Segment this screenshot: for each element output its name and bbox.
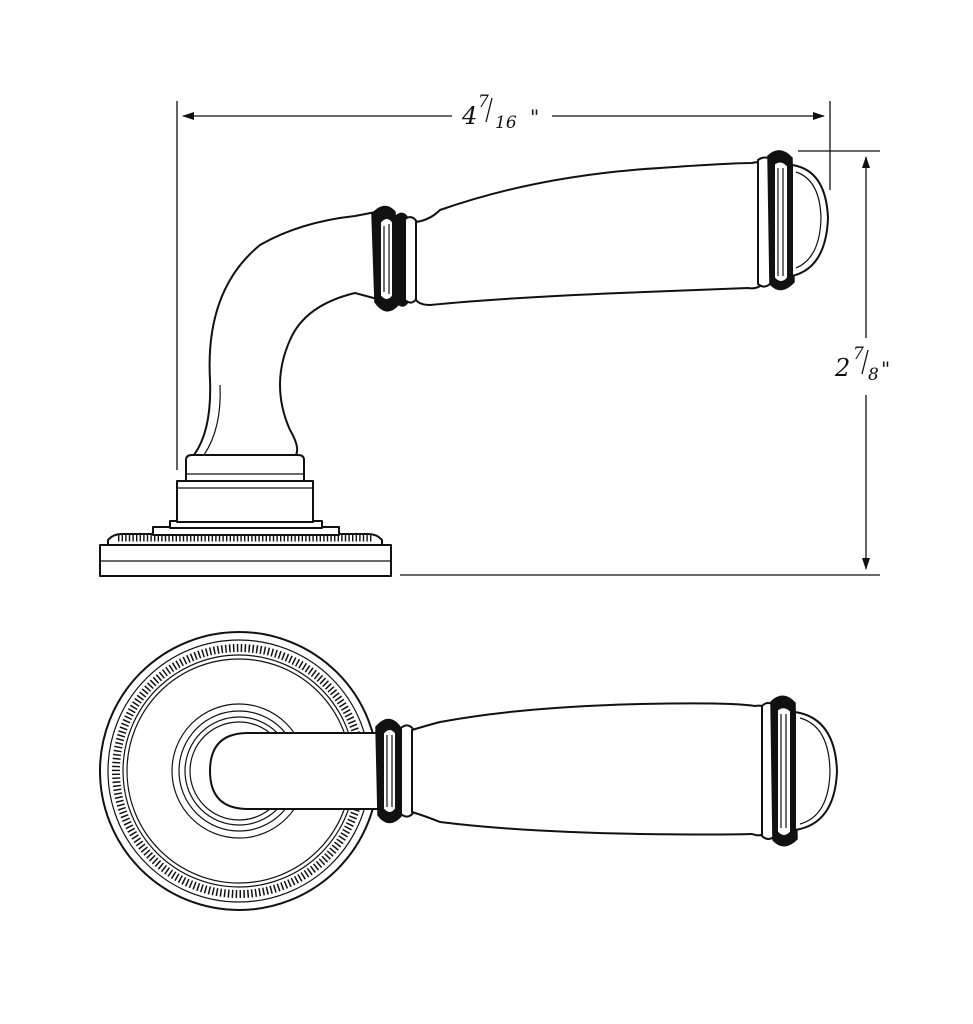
side-view <box>99 150 829 577</box>
collar <box>176 454 314 523</box>
end-cap-top <box>794 711 838 831</box>
lever-grip-top <box>411 702 769 837</box>
lever-neck <box>193 210 382 456</box>
width-numerator: 7 <box>478 92 489 112</box>
width-dimension: 4 7 16 " <box>176 92 831 470</box>
neck-ring-top <box>375 718 415 824</box>
neck-ring <box>371 205 418 312</box>
end-ring-top <box>761 695 798 847</box>
top-view <box>99 631 838 911</box>
height-denominator: 8 <box>868 365 879 385</box>
end-cap <box>791 164 829 277</box>
lever-grip <box>415 161 766 306</box>
width-whole: 4 <box>461 102 477 130</box>
height-numerator: 7 <box>853 344 864 364</box>
width-unit: " <box>530 105 539 129</box>
rose-base <box>99 520 392 577</box>
lever-shank-top <box>209 732 381 810</box>
width-denominator: 16 <box>495 113 517 133</box>
height-whole: 2 <box>834 354 850 382</box>
height-unit: " <box>881 357 890 381</box>
height-dimension: 2 7 8 " <box>400 150 890 576</box>
end-ring <box>757 150 795 291</box>
